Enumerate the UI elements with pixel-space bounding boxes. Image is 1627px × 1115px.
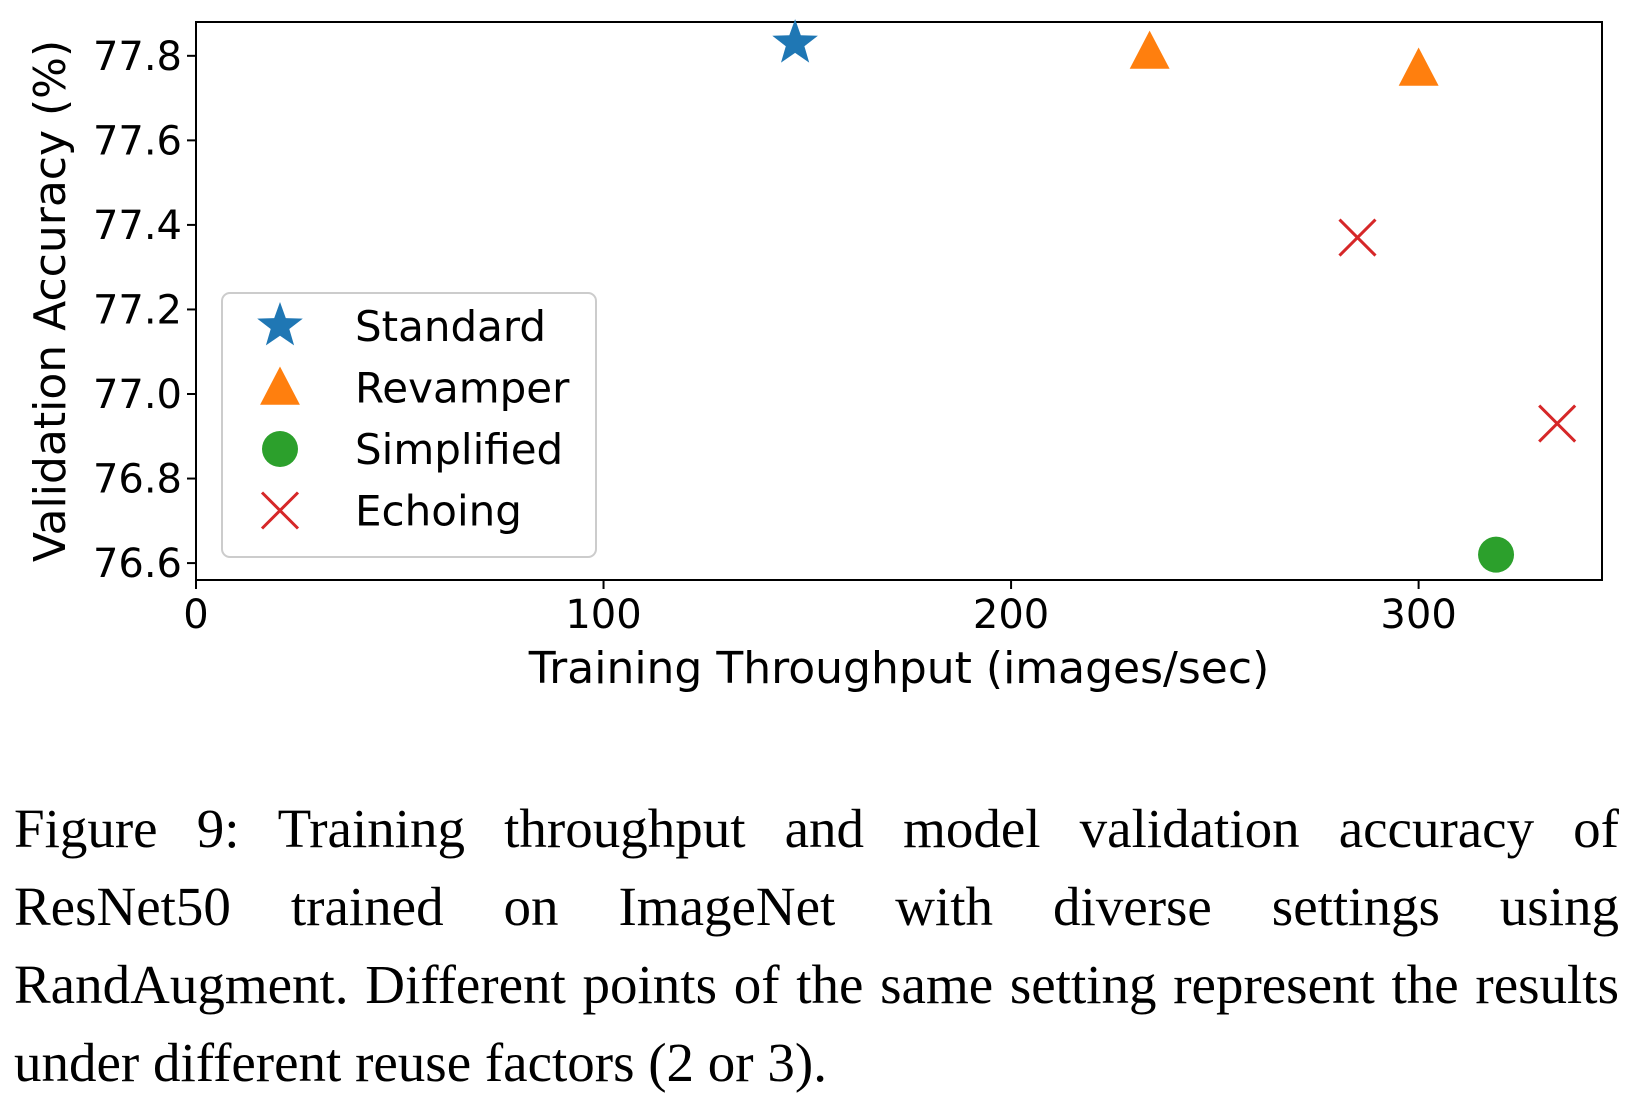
legend-revamper-marker [260,366,300,405]
revamper-point [1398,47,1439,86]
y-tick-label: 77.0 [93,372,182,418]
x-tick-label: 300 [1380,592,1456,638]
legend-echoing-marker [260,491,300,530]
y-tick-label: 76.8 [93,457,182,503]
figure-caption: Figure 9: Training throughput and model … [14,798,1619,1093]
simplified-point [1478,536,1515,573]
legend-standard-label: Standard [355,302,546,351]
legend-simplified-label: Simplified [355,425,563,474]
standard-point [772,19,818,63]
y-tick-label: 77.2 [93,287,182,333]
y-tick-label: 76.6 [93,541,182,587]
x-tick-label: 200 [973,592,1049,638]
legend-box [221,292,597,558]
y-axis-title: Validation Accuracy (%) [25,40,76,562]
x-tick-label: 0 [183,592,208,638]
y-tick-label: 77.8 [93,34,182,80]
legend-standard-marker [257,302,303,346]
x-axis-ticks: 0 100 200 300 [183,580,1457,638]
x-tick-label: 100 [565,592,641,638]
data-markers [772,19,1577,573]
legend-revamper-label: Revamper [355,364,570,413]
revamper-point [1129,30,1170,69]
echoing-point [1538,404,1577,443]
y-tick-label: 77.4 [93,203,182,249]
y-axis-ticks: 76.6 76.8 77.0 77.2 77.4 77.6 77.8 [93,34,196,587]
legend-echoing-label: Echoing [355,487,522,536]
x-axis-title: Training Throughput (images/sec) [528,643,1269,694]
echoing-point [1338,218,1377,257]
legend-simplified-marker [262,431,298,467]
y-tick-label: 77.6 [93,118,182,164]
